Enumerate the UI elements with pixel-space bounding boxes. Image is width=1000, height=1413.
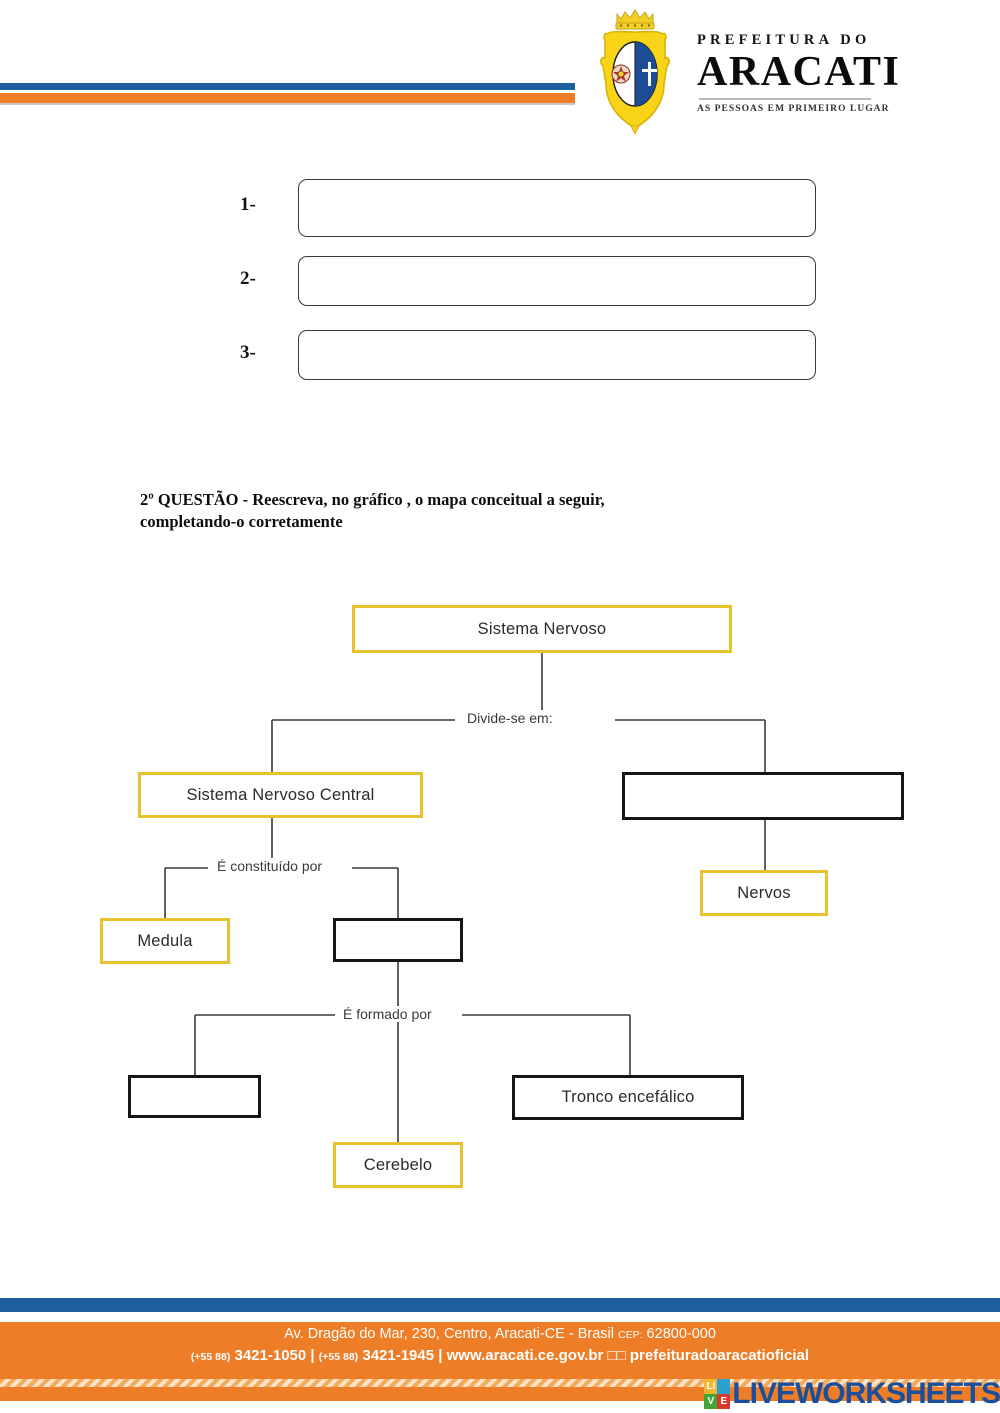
footer-orange-bar-lower (0, 1389, 1000, 1401)
answer-row: 3- (0, 320, 1000, 384)
liveworksheets-tiles-icon: LI V E (704, 1379, 731, 1409)
liveworksheets-wordmark: LIVEWORKSHEETS (732, 1377, 1000, 1410)
node-cerebelo[interactable]: Cerebelo (333, 1142, 463, 1188)
node-label: Tronco encefálico (561, 1088, 695, 1106)
logo-line-top: PREFEITURA DO (697, 32, 871, 48)
footer-contact-line: (+55 88) 3421-1050 | (+55 88) 3421-1945 … (0, 1345, 1000, 1367)
node-label: Medula (137, 931, 193, 950)
logo-line-sub: AS PESSOAS EM PRIMEIRO LUGAR (697, 104, 890, 114)
answer-number-2: 2- (240, 268, 256, 289)
footer-ddd-1: (+55 88) (190, 1351, 231, 1364)
footer-decorative-pattern (0, 1376, 1000, 1389)
tile-v: V (704, 1394, 718, 1409)
node-sistema-nervoso-central[interactable]: Sistema Nervoso Central (138, 772, 423, 818)
footer-separator-2: | (434, 1347, 447, 1365)
logo-wordmark: PREFEITURA DO ARACATI AS PESSOAS EM PRIM… (697, 26, 900, 114)
node-tronco-encefalico[interactable]: Tronco encefálico (512, 1075, 744, 1120)
question-line-1: 2º QUESTÃO - Reescreva, no gráfico , o m… (140, 490, 605, 509)
footer-cep-label: CEP: (618, 1329, 643, 1341)
footer-contact-info: Av. Dragão do Mar, 230, Centro, Aracati-… (0, 1324, 1000, 1367)
instagram-facebook-icon[interactable]: □□ (603, 1347, 630, 1365)
node-nervos[interactable]: Nervos (700, 870, 828, 916)
footer-separator-1: | (306, 1347, 319, 1365)
connector-label-divide-se-em: Divide-se em: (462, 710, 558, 726)
concept-map: Sistema Nervoso Divide-se em: Sistema Ne… (0, 560, 1000, 1200)
footer-cep-value: 62800-000 (642, 1326, 716, 1342)
aracati-coat-of-arms-icon (593, 6, 683, 136)
footer-phone-2: 3421-1945 (358, 1347, 435, 1365)
logo-line-main: ARACATI (697, 49, 901, 95)
question-line-2: completando-o corretamente (140, 512, 343, 532)
liveworksheets-logo[interactable]: LI V E LIVEWORKSHEETS (704, 1377, 1000, 1411)
answer-row: 1- (0, 172, 1000, 237)
footer-address: Av. Dragão do Mar, 230, Centro, Aracati-… (284, 1326, 619, 1342)
header-blue-stripe (0, 83, 1000, 90)
footer-social-handle[interactable]: prefeituradoaracatioficial (629, 1347, 810, 1365)
footer-phone-1: 3421-1050 (230, 1347, 307, 1365)
node-medula[interactable]: Medula (100, 918, 230, 964)
answer-boxes-group: 1- 2- 3- (0, 172, 1000, 394)
header-orange-stripe (0, 93, 1000, 103)
answer-input-2[interactable] (298, 256, 816, 306)
footer-website-link[interactable]: www.aracati.ce.gov.br (446, 1347, 604, 1365)
node-blank-encefalo[interactable] (333, 918, 463, 962)
question-2-text: 2º QUESTÃO - Reescreva, no gráfico , o m… (140, 489, 840, 534)
node-sistema-nervoso[interactable]: Sistema Nervoso (352, 605, 732, 653)
answer-row: 2- (0, 246, 1000, 310)
node-label: Nervos (737, 883, 791, 902)
node-label: Cerebelo (363, 1155, 433, 1174)
node-label: Sistema Nervoso (477, 619, 607, 638)
node-blank-cerebro[interactable] (128, 1075, 261, 1118)
answer-number-1: 1- (240, 194, 256, 215)
tile-e: E (717, 1394, 731, 1409)
answer-input-1[interactable] (298, 179, 816, 237)
footer-orange-bar (0, 1322, 1000, 1376)
footer-blue-bar (0, 1298, 1000, 1312)
node-blank-sistema-nervoso-periferico[interactable] (622, 772, 904, 820)
tile-dot (717, 1379, 731, 1394)
page-header: PREFEITURA DO ARACATI AS PESSOAS EM PRIM… (0, 0, 1000, 140)
footer-address-line: Av. Dragão do Mar, 230, Centro, Aracati-… (0, 1324, 1000, 1345)
footer-ddd-2: (+55 88) (318, 1351, 359, 1364)
answer-number-3: 3- (240, 342, 256, 363)
node-label: Sistema Nervoso Central (186, 785, 375, 804)
prefeitura-logo: PREFEITURA DO ARACATI AS PESSOAS EM PRIM… (575, 0, 1000, 140)
answer-input-3[interactable] (298, 330, 816, 380)
logo-divider (699, 98, 871, 100)
connector-label-e-constituido-por: É constituído por (212, 858, 328, 874)
header-white-gap (0, 90, 1000, 93)
concept-map-connectors (164, 653, 766, 1142)
page-footer: Av. Dragão do Mar, 230, Centro, Aracati-… (0, 1290, 1000, 1413)
header-grey-stripe (0, 103, 1000, 105)
tile-li: LI (704, 1379, 718, 1394)
connector-label-e-formado-por: É formado por (338, 1006, 437, 1022)
